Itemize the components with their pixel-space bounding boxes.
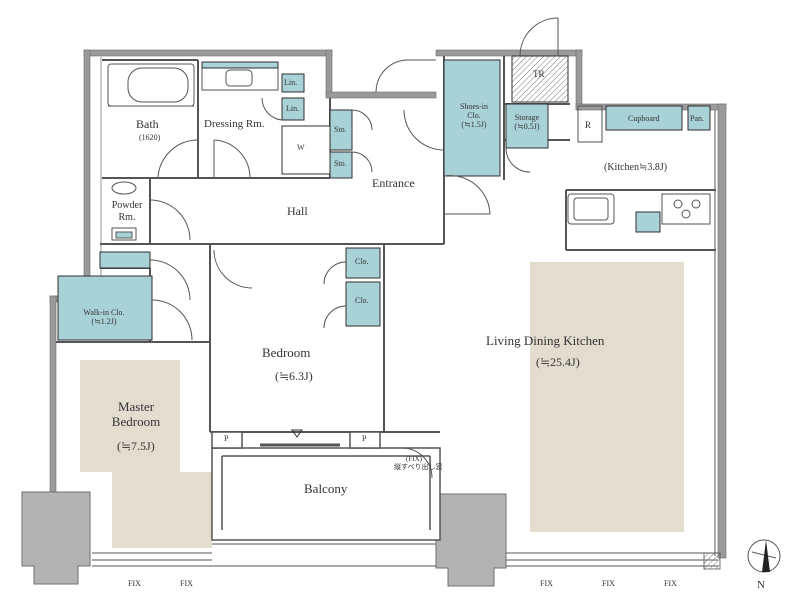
window-mark: FIX: [180, 579, 193, 588]
linen-upper-label: Lin.: [284, 78, 298, 87]
hall-label: Hall: [287, 204, 308, 218]
window-mark: FIX: [540, 579, 553, 588]
entry-marker-icon: [291, 429, 303, 438]
refrigerator-label: R: [585, 120, 592, 130]
storage-size: (≒0.5J): [514, 122, 540, 132]
balcony-label: Balcony: [304, 481, 348, 496]
fix-window-note: (FIX) 縦すべり出し窓: [394, 455, 443, 472]
bath-size: (1620): [139, 133, 161, 142]
storage-upper-label: Sto.: [334, 125, 347, 134]
powder-room-label: Powder Rm.: [108, 200, 146, 223]
walk-in-closet-label: Walk-in Clo. (≒1.2J): [64, 308, 144, 326]
pipe-space-left-label: P: [224, 434, 229, 443]
shoes-in-line2: Clo.: [467, 111, 481, 121]
ldk-size: (≒25.4J): [536, 355, 580, 369]
cupboard-label: Cupboard: [628, 114, 660, 123]
pantry-label: Pan.: [690, 114, 704, 123]
storage-blocks: [57, 55, 711, 341]
shoes-in-line1: Shoes-in: [460, 102, 488, 111]
window-mark: FIX: [128, 579, 141, 588]
window-mark: FIX: [602, 579, 615, 588]
bath-label: Bath: [136, 117, 159, 131]
pillars: [21, 491, 507, 587]
kitchen-label: (Kitchen≒3.8J): [604, 162, 668, 173]
walk-in-name: Walk-in Clo.: [83, 308, 125, 317]
storage-label: Storage (≒0.5J): [508, 113, 546, 131]
compass-north-label: N: [757, 579, 765, 591]
bedroom-size: (≒6.3J): [275, 369, 313, 383]
storage-name: Storage: [514, 113, 540, 122]
master-bedroom-label: Master Bedroom: [104, 399, 168, 430]
closet-lower-label: Clo.: [355, 296, 369, 305]
room-rugs: [80, 262, 684, 548]
compass-icon: [747, 539, 781, 573]
master-line1: Master: [117, 399, 155, 414]
powder-line1: Powder: [111, 200, 143, 211]
entrance-label: Entrance: [372, 176, 415, 190]
pipe-space-right-label: P: [362, 434, 367, 443]
dressing-room-label: Dressing Rm.: [204, 118, 265, 130]
washer-label: W: [297, 143, 305, 152]
master-bedroom-size: (≒7.5J): [117, 439, 155, 453]
storage-lower-label: Sto.: [334, 159, 347, 168]
fix-note-line1: (FIX): [406, 455, 422, 463]
trunk-room-label: TR: [533, 69, 545, 79]
powder-line2: Rm.: [118, 211, 136, 223]
kitchen-fixtures: [567, 105, 711, 225]
bedroom-label: Bedroom: [262, 345, 311, 360]
shoes-in-size: (≒1.5J): [461, 120, 487, 130]
hatched-corner: [703, 552, 721, 570]
fix-note-line2: 縦すべり出し窓: [394, 463, 443, 472]
walk-in-size: (≒1.2J): [91, 317, 117, 327]
bath-fixtures: [107, 61, 327, 241]
linen-lower-label: Lin.: [286, 104, 300, 113]
closet-upper-label: Clo.: [355, 257, 369, 266]
shoes-in-closet-label: Shoes-in Clo. (≒1.5J): [454, 102, 494, 130]
door-swings: [149, 17, 559, 479]
window-mark: FIX: [664, 579, 677, 588]
ldk-label: Living Dining Kitchen: [486, 333, 605, 348]
master-line2: Bedroom: [111, 413, 161, 429]
balcony-area: [211, 431, 441, 541]
